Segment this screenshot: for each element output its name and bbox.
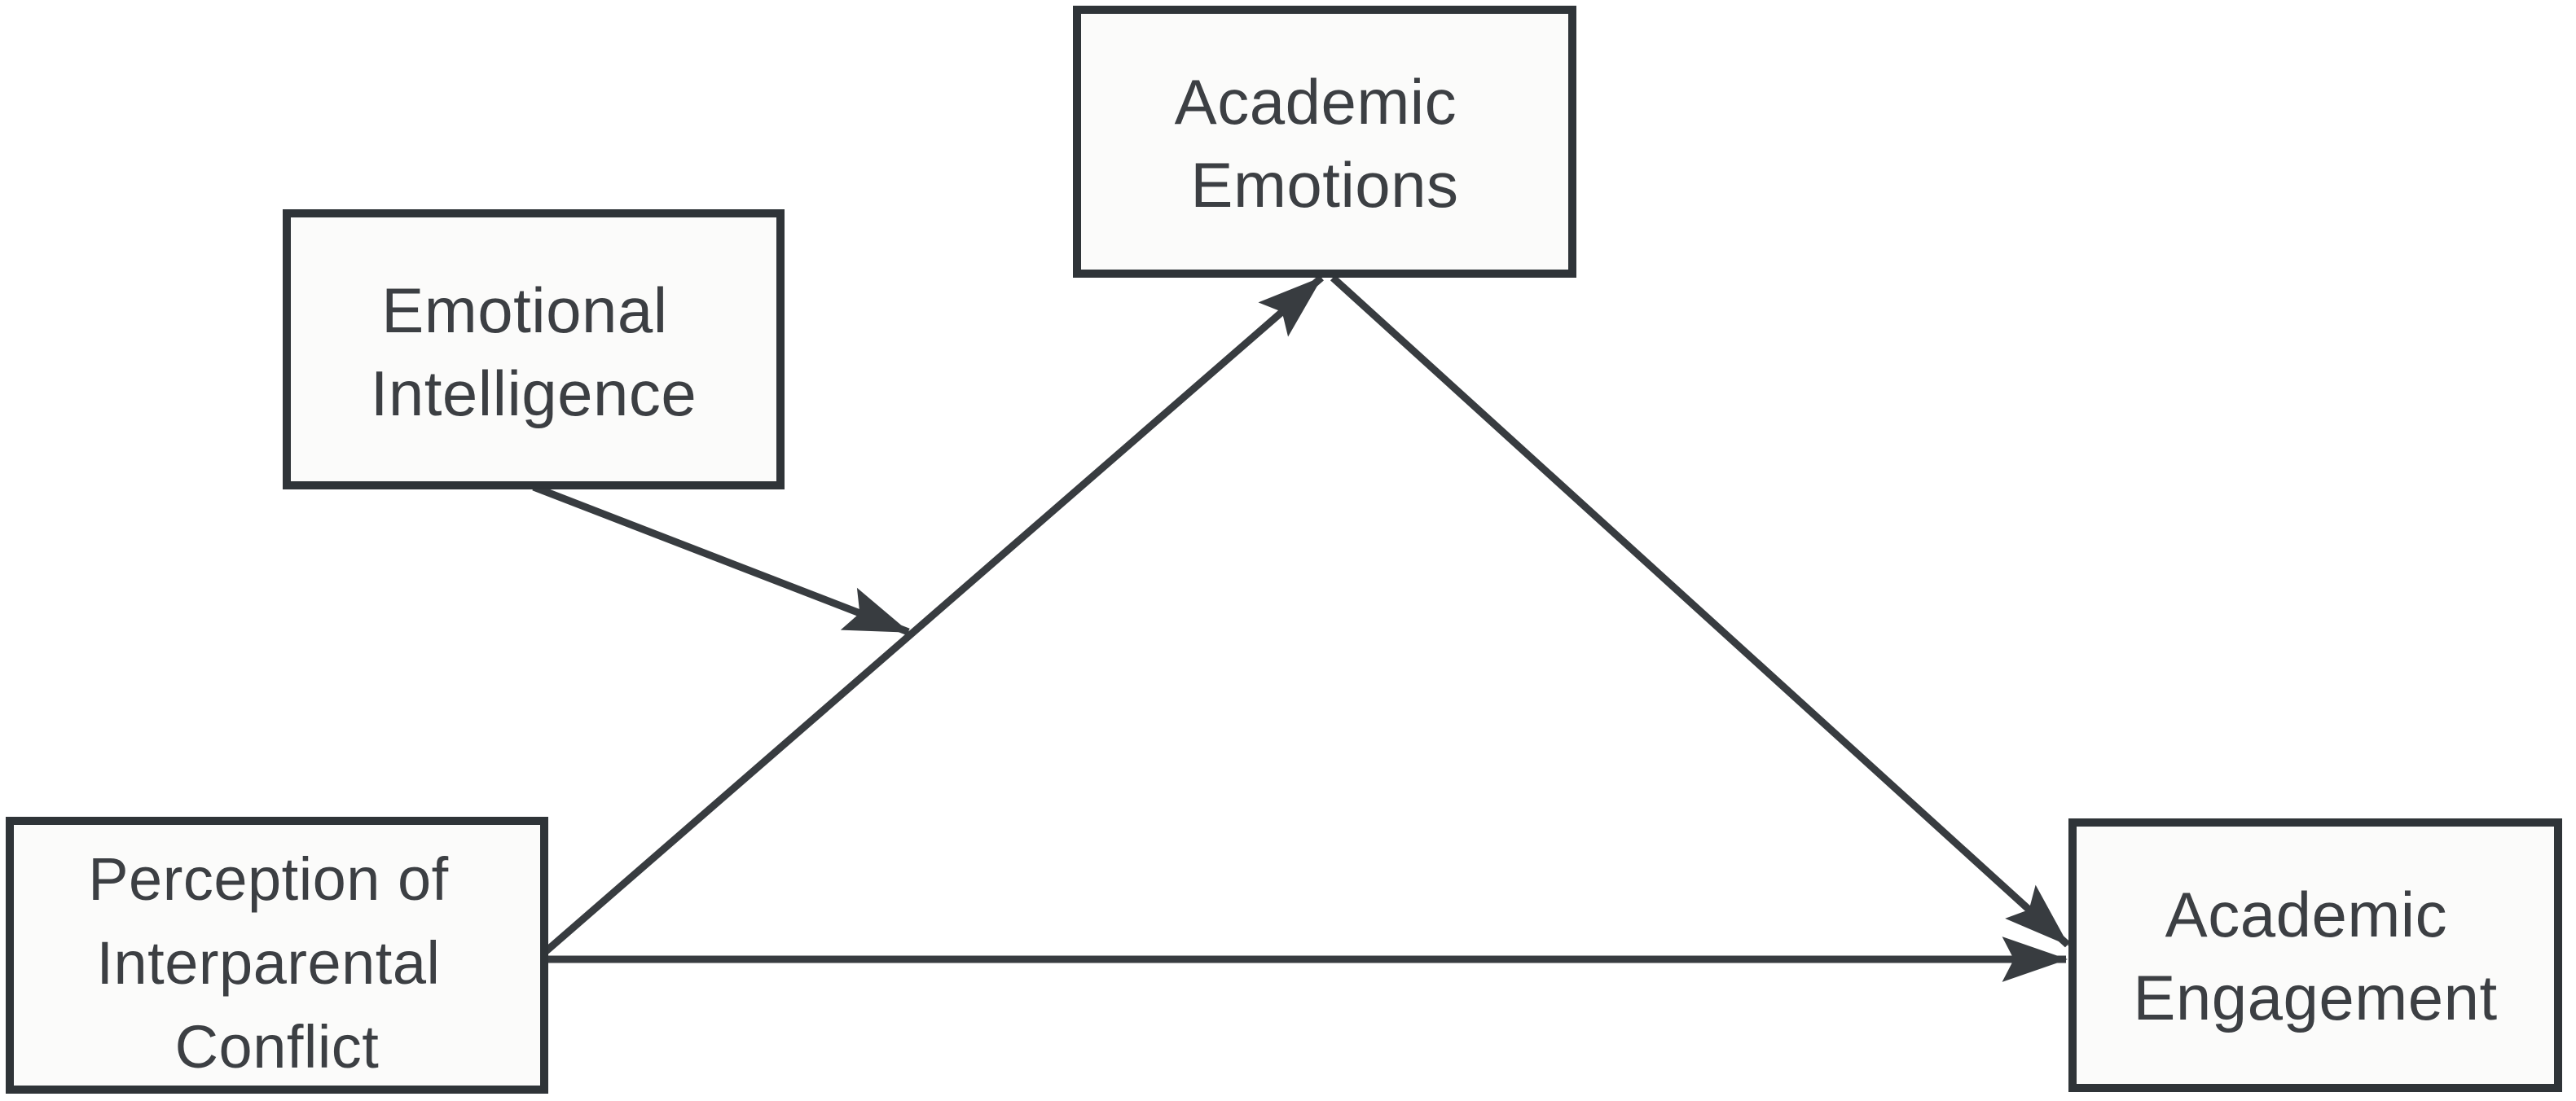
label-line: Academic	[2165, 879, 2447, 950]
label-line: Engagement	[2133, 962, 2497, 1033]
edge-perception-to-emotions	[542, 274, 1324, 956]
node-academic-engagement-box	[2068, 818, 2562, 1092]
label-line: Emotional	[381, 274, 667, 346]
edge-emotions-to-engagement	[1330, 274, 2071, 948]
label-line: Emotions	[1190, 149, 1458, 221]
node-emotional-intelligence-box	[283, 209, 785, 489]
label-line: Conflict	[175, 1013, 380, 1081]
node-academic-engagement-label: Academic Engagement	[2133, 879, 2497, 1033]
node-emotional-intelligence-label: Emotional Intelligence	[371, 274, 697, 429]
label-line: Intelligence	[371, 357, 697, 429]
label-line: Perception of	[88, 845, 449, 913]
edge-ei-moderation	[532, 483, 910, 636]
node-academic-emotions-box	[1073, 6, 1576, 278]
label-line: Interparental	[96, 929, 440, 997]
node-perception-conflict-label: Perception of Interparental Conflict	[88, 845, 466, 1081]
label-line: Academic	[1175, 66, 1457, 138]
node-academic-emotions-label: Academic Emotions	[1175, 66, 1475, 221]
node-perception-conflict-box	[6, 817, 548, 1094]
